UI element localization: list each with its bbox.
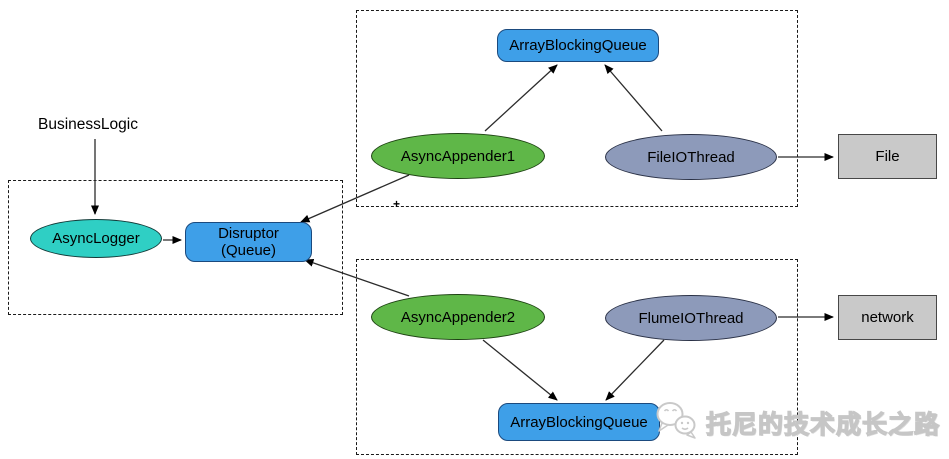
node-arrayblockingqueue-top: ArrayBlockingQueue (497, 29, 659, 62)
wechat-bubbles-icon (655, 398, 699, 447)
node-arrayblockingqueue-top-label: ArrayBlockingQueue (509, 37, 647, 54)
node-disruptor-label-line2: (Queue) (220, 242, 277, 259)
node-file-output-label: File (875, 148, 900, 165)
node-arrayblockingqueue-bottom-label: ArrayBlockingQueue (510, 413, 648, 431)
node-flume-io-thread-label: FlumeIOThread (638, 309, 744, 327)
file-appender-group-box (356, 10, 798, 207)
watermark-text: 托尼的技术成长之路 (705, 410, 941, 439)
async-logger-group-box (8, 180, 343, 315)
node-file-io-thread-label: FileIOThread (647, 148, 735, 166)
node-async-appender1: AsyncAppender1 (371, 133, 545, 179)
watermark: 托尼的技术成长之路 (655, 398, 940, 447)
node-async-logger-label: AsyncLogger (52, 230, 140, 247)
business-logic-label: BusinessLogic (38, 116, 138, 133)
cursor-cross-mark: + (393, 197, 401, 211)
flume-appender-group-box (356, 259, 798, 455)
node-disruptor: Disruptor (Queue) (185, 222, 312, 262)
node-file-io-thread: FileIOThread (605, 134, 777, 180)
node-file-output: File (838, 134, 937, 179)
node-flume-io-thread: FlumeIOThread (605, 295, 777, 341)
node-arrayblockingqueue-bottom: ArrayBlockingQueue (498, 403, 660, 441)
node-async-appender1-label: AsyncAppender1 (400, 147, 516, 165)
node-network-output: network (838, 295, 937, 340)
node-async-logger: AsyncLogger (30, 219, 162, 258)
node-async-appender2-label: AsyncAppender2 (400, 308, 516, 326)
node-async-appender2: AsyncAppender2 (371, 294, 545, 340)
node-network-output-label: network (861, 309, 914, 326)
node-disruptor-label-line1: Disruptor (218, 224, 279, 242)
